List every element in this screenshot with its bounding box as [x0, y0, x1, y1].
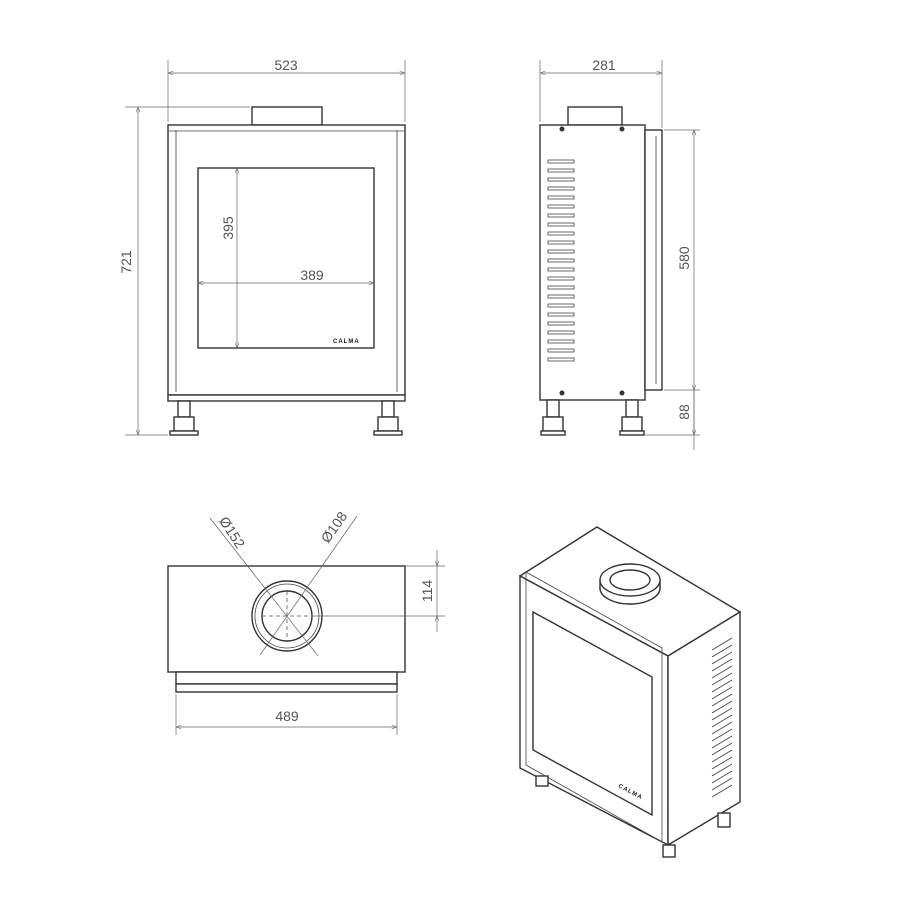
vent-slot — [711, 707, 733, 721]
side-vents — [547, 159, 575, 362]
vent-slot — [547, 159, 575, 164]
vent-slot — [547, 222, 575, 227]
brand-logo: CALMA — [333, 339, 360, 345]
vent-slot — [547, 276, 575, 281]
side-view: 281 580 88 — [539, 57, 700, 450]
vent-slot — [547, 303, 575, 308]
dim-leg-height: 88 — [676, 404, 692, 420]
vent-slot — [711, 784, 733, 798]
vent-slot — [547, 321, 575, 326]
vent-slot — [711, 700, 733, 714]
dim-depth: 281 — [592, 57, 616, 73]
vent-slot — [547, 258, 575, 263]
vent-slot — [547, 195, 575, 200]
vent-slot — [547, 339, 575, 344]
vent-slot — [711, 728, 733, 742]
vent-slot — [711, 686, 733, 700]
vent-slot — [547, 213, 575, 218]
vent-slot — [547, 168, 575, 173]
vent-slot — [711, 672, 733, 686]
dim-glass-width: 389 — [300, 267, 324, 283]
vent-slot — [711, 735, 733, 749]
front-view: CALMA 523 721 395 389 — [118, 57, 406, 436]
vent-slot — [711, 693, 733, 707]
vent-slot — [711, 756, 733, 770]
vent-slot — [547, 348, 575, 353]
vent-slot — [547, 267, 575, 272]
vent-slot — [711, 644, 733, 658]
vent-slot — [547, 330, 575, 335]
vent-slot — [547, 186, 575, 191]
isometric-view: CALMA — [518, 526, 742, 858]
vent-slot — [711, 665, 733, 679]
dim-door-height: 580 — [676, 246, 692, 270]
vent-slot — [711, 721, 733, 735]
vent-slot — [547, 204, 575, 209]
dim-flue-offset: 114 — [419, 580, 435, 603]
vent-slot — [711, 637, 733, 651]
vent-slot — [547, 357, 575, 362]
vent-slot — [711, 749, 733, 763]
vent-slot — [547, 249, 575, 254]
vent-slot — [711, 777, 733, 791]
dim-width: 523 — [274, 57, 298, 73]
vent-slot — [711, 763, 733, 777]
vent-slot — [547, 240, 575, 245]
vent-slot — [547, 285, 575, 290]
dim-height: 721 — [118, 250, 134, 274]
dim-glass-height: 395 — [220, 216, 236, 240]
top-view: Ø152 Ø108 114 489 — [167, 508, 445, 735]
vent-slot — [547, 294, 575, 299]
iso-side-vents — [711, 637, 733, 798]
vent-slot — [547, 312, 575, 317]
dim-inner-diameter: Ø108 — [318, 508, 351, 545]
vent-slot — [711, 714, 733, 728]
vent-slot — [711, 651, 733, 665]
vent-slot — [711, 742, 733, 756]
dim-top-width: 489 — [275, 708, 299, 724]
vent-slot — [547, 231, 575, 236]
vent-slot — [711, 679, 733, 693]
vent-slot — [711, 770, 733, 784]
vent-slot — [547, 177, 575, 182]
vent-slot — [711, 658, 733, 672]
